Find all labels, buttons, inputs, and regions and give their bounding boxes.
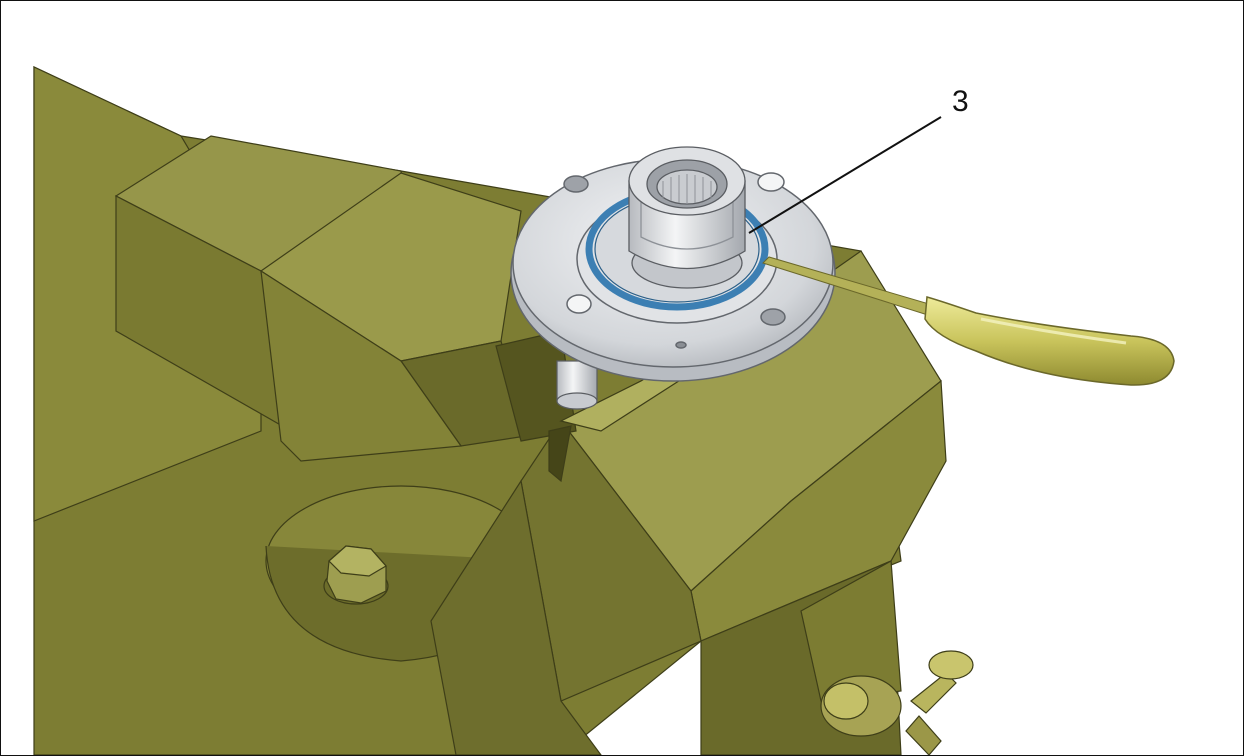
hub-neck [628, 146, 746, 289]
vise-screw-handle [820, 650, 974, 755]
vise-body [33, 66, 947, 755]
hub-stem [556, 360, 598, 410]
callout-label-3: 3 [952, 85, 969, 118]
callout-leader-line [748, 116, 942, 234]
screwdriver [762, 256, 1175, 386]
base-bolt [323, 545, 389, 605]
